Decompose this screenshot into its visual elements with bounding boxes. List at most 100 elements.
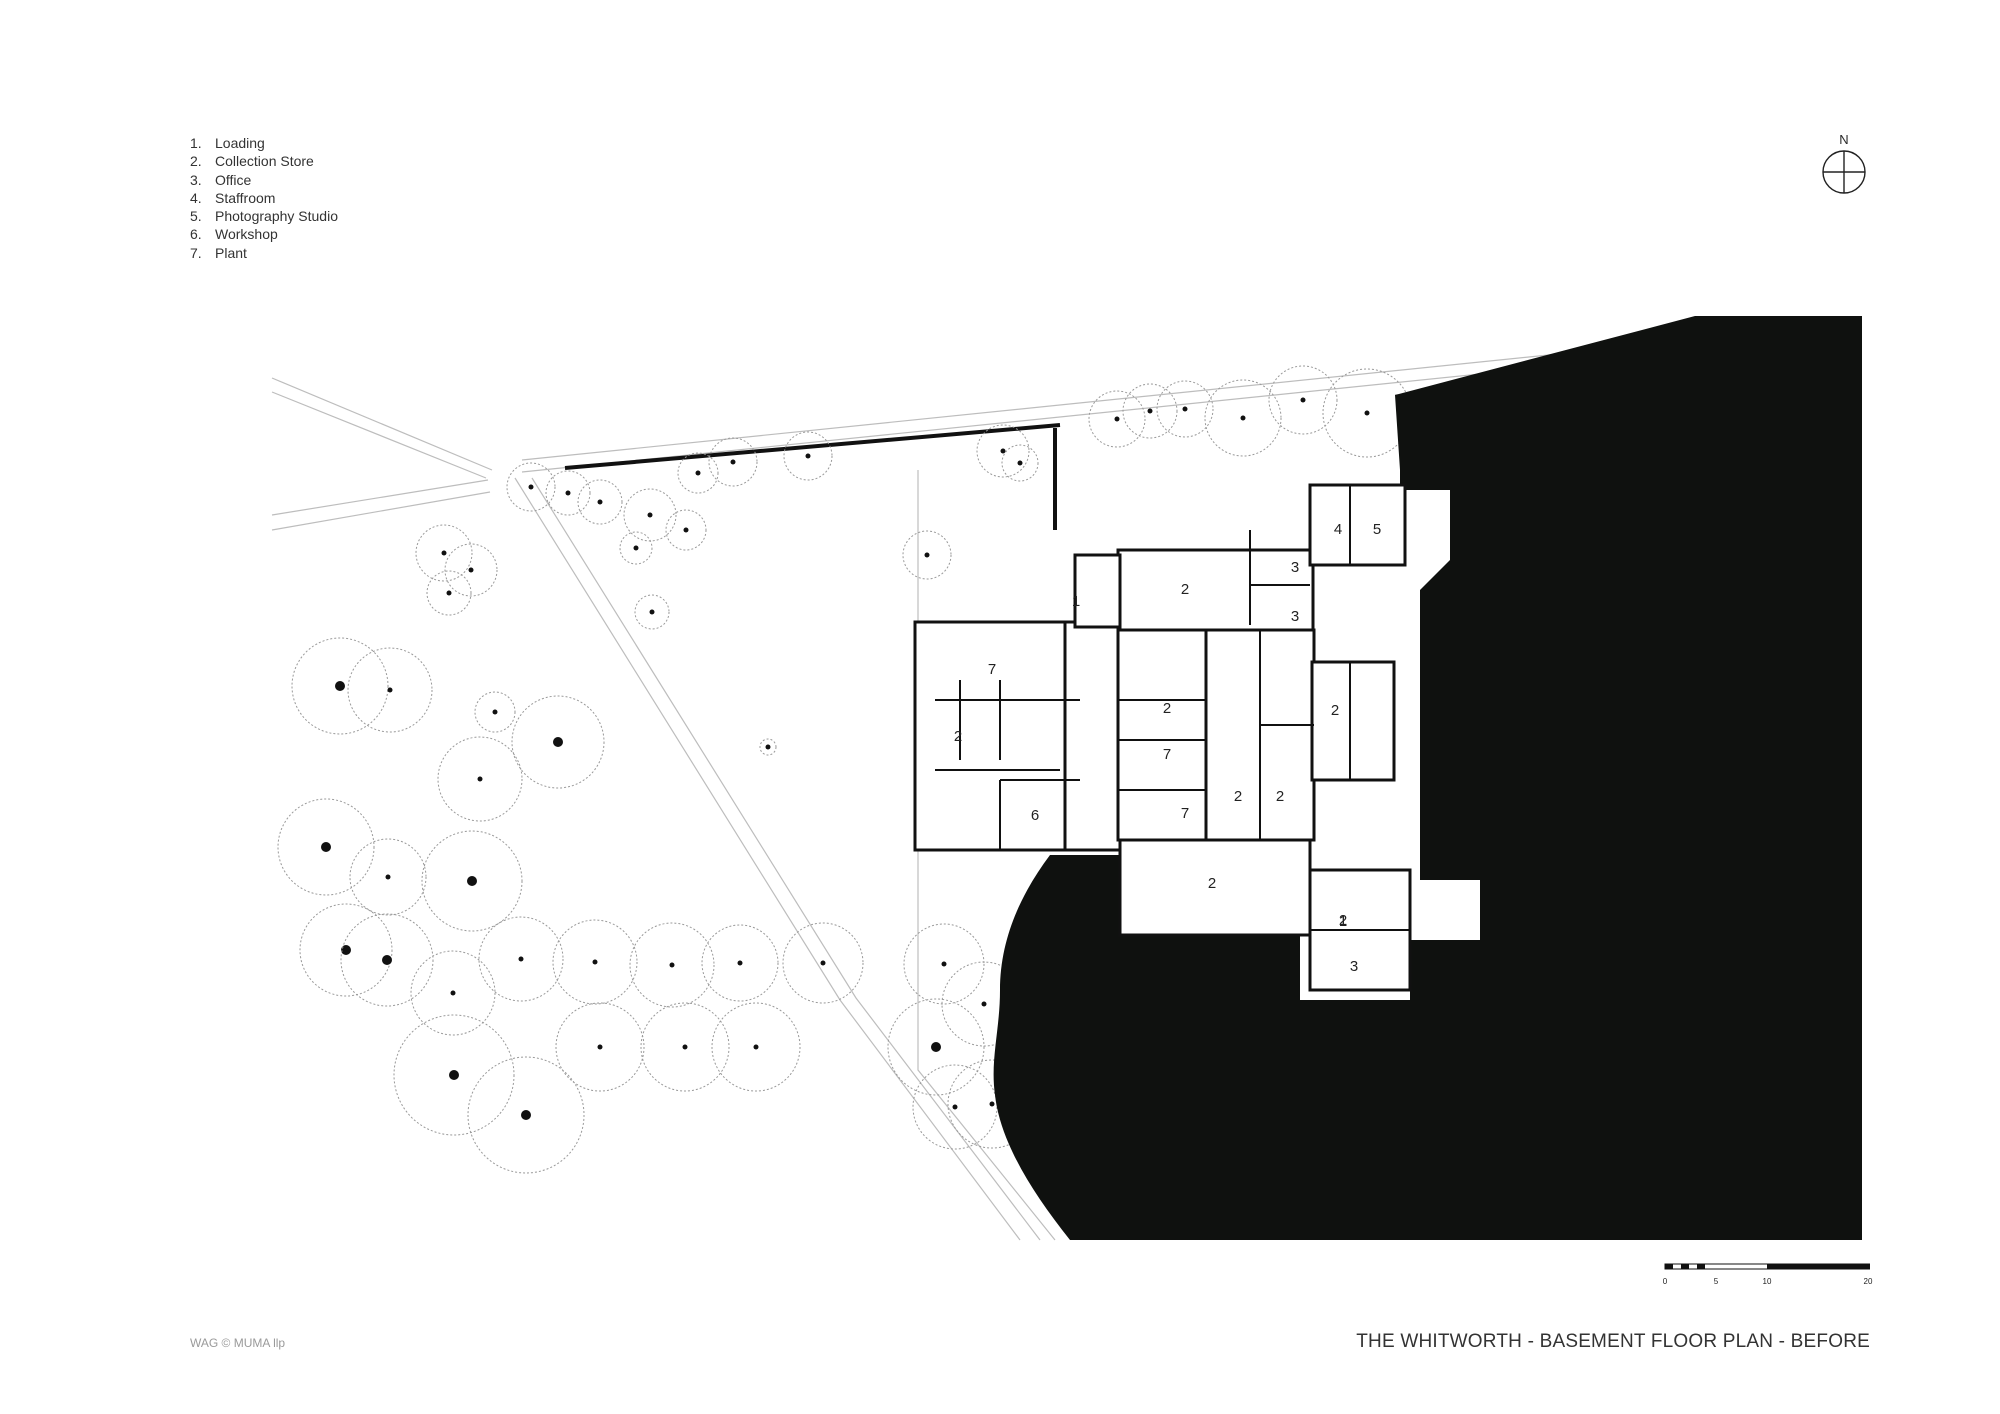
tree-canopy <box>437 736 523 822</box>
tree-trunk <box>737 960 743 966</box>
tree-canopy <box>887 998 985 1096</box>
tree-canopy <box>474 691 516 733</box>
room-label: 2 <box>1234 788 1242 805</box>
room-label: 5 <box>1373 521 1381 538</box>
tree-canopy <box>555 1002 645 1092</box>
tree-trunk <box>592 959 598 965</box>
tree-trunk <box>669 962 675 968</box>
tree-trunk <box>553 737 563 747</box>
tree-canopy <box>340 913 434 1007</box>
room-label: 2 <box>954 728 962 745</box>
tree-trunk <box>492 709 498 715</box>
tree-canopy <box>1088 390 1146 448</box>
tree-canopy <box>1001 444 1039 482</box>
tree-trunk <box>683 527 689 533</box>
tree-trunk <box>765 744 771 750</box>
room-label: 3 <box>1291 608 1299 625</box>
room-label: 1 <box>1339 913 1347 930</box>
north-label: N <box>1839 132 1849 147</box>
tree-canopy <box>421 830 523 932</box>
tree-trunk <box>528 484 534 490</box>
tree-canopy <box>393 1014 515 1136</box>
legend-item: 6.Workshop <box>190 226 278 243</box>
room-label: 2 <box>1331 702 1339 719</box>
tree-canopy <box>444 543 498 597</box>
tree-trunk <box>805 453 811 459</box>
tree-trunk <box>335 681 345 691</box>
tree-canopy <box>552 919 638 1005</box>
tree-canopy <box>783 431 833 481</box>
room-label: 3 <box>1350 958 1358 975</box>
tree-canopy <box>701 924 779 1002</box>
boundary-wall <box>564 423 1061 530</box>
legend-item: 4.Staffroom <box>190 189 276 206</box>
tree-trunk <box>1017 460 1023 466</box>
tree-canopy <box>291 637 389 735</box>
tree-trunk <box>467 876 477 886</box>
tree-trunk <box>695 470 701 476</box>
tree-trunk <box>633 545 639 551</box>
tree-trunk <box>820 960 826 966</box>
tree-trunk <box>468 567 474 573</box>
tree-trunk <box>518 956 524 962</box>
tree-canopy <box>347 647 433 733</box>
tree-canopy <box>478 916 564 1002</box>
tree-canopy <box>467 1056 585 1174</box>
drawing-title: THE WHITWORTH - BASEMENT FLOOR PLAN - BE… <box>1356 1331 1870 1352</box>
tree-trunk <box>477 776 483 782</box>
tree-trunk <box>730 459 736 465</box>
tree-canopy <box>1204 379 1282 457</box>
room-labels: 1 2 3 3 4 5 7 2 6 2 2 7 2 2 7 2 2 1 3 <box>954 521 1381 975</box>
north-arrow: N <box>1818 132 1870 202</box>
tree-trunk <box>441 550 447 556</box>
tree-canopy <box>1122 383 1178 439</box>
legend-item: 1.Loading <box>190 135 265 151</box>
compass-icon <box>1822 150 1866 194</box>
tree-trunk <box>597 499 603 505</box>
tree-canopy <box>708 437 758 487</box>
tree-trunk <box>753 1044 759 1050</box>
tree-canopy <box>506 462 556 512</box>
scale-bar: 0 5 10 20 <box>1660 1262 1873 1290</box>
room-label: 2 <box>1208 875 1216 892</box>
room-label: 2 <box>1163 700 1171 717</box>
tree-canopy <box>577 479 623 525</box>
tree-trunk <box>1114 416 1120 422</box>
tree-canopy <box>782 922 864 1004</box>
tree-canopy <box>759 738 777 756</box>
room-legend: 1.Loading 2.Collection Store 3.Office 4.… <box>190 134 338 262</box>
room-label: 4 <box>1334 521 1342 538</box>
tree-canopy <box>299 903 393 997</box>
tree-canopy <box>511 695 605 789</box>
tree-trunk <box>989 1101 995 1107</box>
scale-label: 20 <box>1863 1277 1873 1286</box>
tree-canopy <box>903 923 985 1005</box>
tree-trunk <box>1364 410 1370 416</box>
scale-label: 10 <box>1762 1277 1772 1286</box>
tree-trunk <box>649 609 655 615</box>
tree-trunk <box>924 552 930 558</box>
legend-item: 2.Collection Store <box>190 153 314 170</box>
tree-canopy <box>545 470 591 516</box>
adjacent-building-mass <box>993 316 1862 1240</box>
room-label: 7 <box>1163 746 1171 763</box>
tree-canopy <box>711 1002 801 1092</box>
tree-canopy <box>410 950 496 1036</box>
credit-text: WAG © MUMA llp <box>190 1336 286 1350</box>
room-label: 6 <box>1031 807 1039 824</box>
scale-bar-graphic <box>1664 1263 1870 1270</box>
tree-trunk <box>321 842 331 852</box>
tree-trunk <box>1240 415 1246 421</box>
tree-trunk <box>385 874 391 880</box>
tree-canopy <box>619 531 653 565</box>
tree-canopy <box>629 922 715 1008</box>
building-outline <box>913 483 1412 992</box>
tree-canopy <box>902 530 952 580</box>
room-label: 2 <box>1276 788 1284 805</box>
tree-trunk <box>941 961 947 967</box>
tree-trunk <box>1300 397 1306 403</box>
tree-canopy <box>665 509 707 551</box>
tree-trunk <box>521 1110 531 1120</box>
room-label: 7 <box>1181 805 1189 822</box>
